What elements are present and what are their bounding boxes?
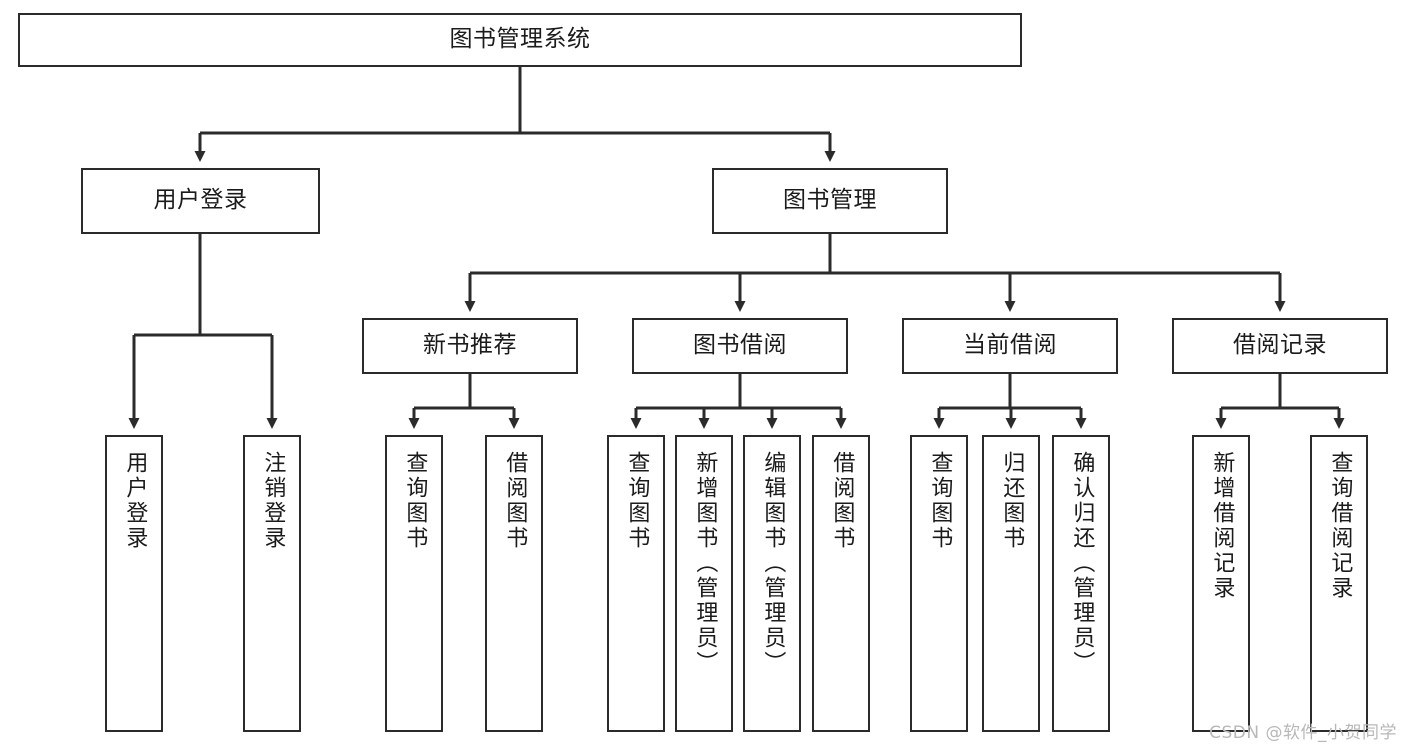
leaf-borrow-book-newbook-label: 借阅图书	[502, 451, 528, 551]
watermark-csdn: CSDN @软件_小贺同学	[1209, 723, 1397, 743]
node-root[interactable]: 图书管理系统	[18, 13, 1022, 67]
node-borrow-records-label: 借阅记录	[1233, 332, 1327, 359]
leaf-borrow-book-newbook[interactable]: 借阅图书	[485, 435, 543, 732]
node-book-management[interactable]: 图书管理	[712, 168, 948, 234]
node-new-book-recommend-label: 新书推荐	[423, 332, 517, 359]
leaf-confirm-return-admin[interactable]: 确认归还（管理员）	[1052, 435, 1110, 732]
leaf-query-book-borrow[interactable]: 查询图书	[607, 435, 665, 732]
node-user-login[interactable]: 用户登录	[81, 168, 320, 234]
leaf-add-book-admin[interactable]: 新增图书（管理员）	[675, 435, 733, 732]
leaf-borrow-book[interactable]: 借阅图书	[812, 435, 870, 732]
leaf-user-login-label: 用户登录	[122, 451, 148, 551]
node-user-login-label: 用户登录	[153, 187, 248, 214]
leaf-user-login[interactable]: 用户登录	[105, 435, 163, 732]
leaf-query-book-borrow-label: 查询图书	[624, 451, 650, 551]
leaf-return-book-label: 归还图书	[999, 451, 1025, 551]
leaf-query-borrow-record[interactable]: 查询借阅记录	[1310, 435, 1368, 732]
node-borrow-records[interactable]: 借阅记录	[1172, 318, 1388, 374]
leaf-query-book-newbook-label: 查询图书	[402, 451, 428, 551]
leaf-return-book[interactable]: 归还图书	[982, 435, 1040, 732]
leaf-add-book-admin-label: 新增图书（管理员）	[692, 451, 718, 676]
node-book-borrow-label: 图书借阅	[693, 332, 787, 359]
node-root-label: 图书管理系统	[449, 26, 591, 53]
node-current-borrow[interactable]: 当前借阅	[902, 318, 1118, 374]
node-book-borrow[interactable]: 图书借阅	[632, 318, 848, 374]
node-current-borrow-label: 当前借阅	[963, 332, 1057, 359]
leaf-edit-book-admin[interactable]: 编辑图书（管理员）	[743, 435, 801, 732]
node-new-book-recommend[interactable]: 新书推荐	[362, 318, 578, 374]
node-book-management-label: 图书管理	[783, 187, 877, 214]
leaf-edit-book-admin-label: 编辑图书（管理员）	[760, 451, 786, 676]
leaf-query-borrow-record-label: 查询借阅记录	[1327, 451, 1353, 601]
leaf-query-book-current-label: 查询图书	[927, 451, 953, 551]
leaf-query-book-newbook[interactable]: 查询图书	[385, 435, 443, 732]
leaf-add-borrow-record[interactable]: 新增借阅记录	[1192, 435, 1250, 732]
leaf-confirm-return-admin-label: 确认归还（管理员）	[1069, 451, 1095, 676]
leaf-borrow-book-label: 借阅图书	[829, 451, 855, 551]
leaf-add-borrow-record-label: 新增借阅记录	[1209, 451, 1235, 601]
leaf-query-book-current[interactable]: 查询图书	[910, 435, 968, 732]
leaf-logout-label: 注销登录	[260, 451, 286, 551]
leaf-logout[interactable]: 注销登录	[243, 435, 301, 732]
